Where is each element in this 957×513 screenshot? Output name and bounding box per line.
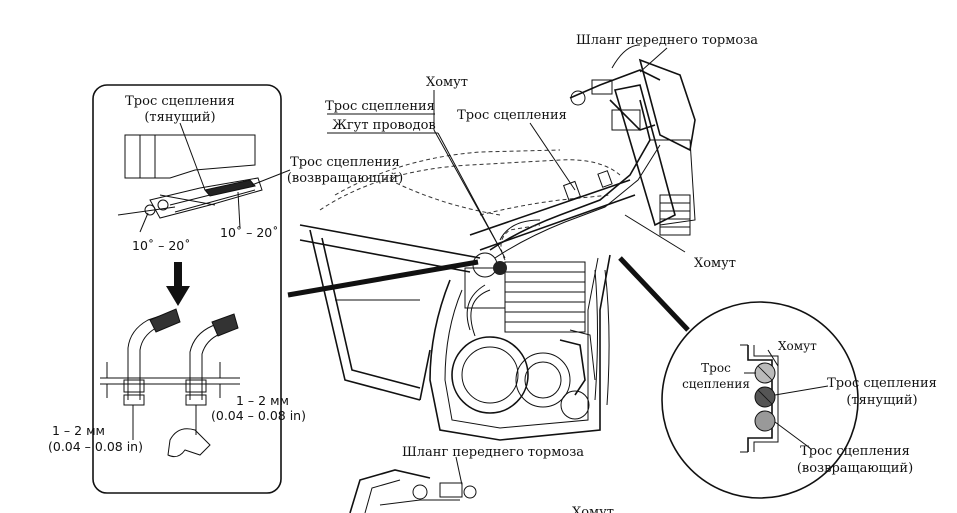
inset-pointer-line: [287, 259, 479, 298]
front-brake-hose-label-top: Шланг переднего тормоза: [576, 33, 758, 48]
circle-pointer-line: [618, 256, 690, 332]
front-brake-hose-label-bottom: Шланг переднего тормоза: [402, 445, 584, 460]
inset-return-cable-label-2: (возвращающий): [287, 171, 403, 186]
clutch-cable-label-mid: Трос сцепления: [457, 108, 567, 123]
clutch-cable-label-stack: Трос сцепления: [325, 99, 435, 114]
gap-right-in-label: (0.04 – 0.08 in): [211, 408, 306, 423]
cable-clamp-cross-section: [661, 301, 859, 499]
angle-label-right: 10˚ – 20˚: [220, 225, 279, 240]
gap-right-mm-label: 1 – 2 мм: [236, 393, 289, 408]
clamp-label-top: Хомут: [426, 75, 468, 90]
wire-harness-label: Жгут проводов: [332, 118, 436, 133]
motorcycle-frame-drawing: [299, 44, 696, 441]
circle-pull-cable-label-1: Трос сцепления: [827, 376, 937, 391]
inset-pull-cable-label-2: (тянущий): [144, 110, 215, 125]
bottom-partial-drawing: [349, 456, 477, 513]
circle-return-cable-label-1: Трос сцепления: [800, 444, 910, 459]
inset-pull-cable-label-1: Трос сцепления: [125, 94, 235, 109]
gap-left-in-label: (0.04 – 0.08 in): [48, 439, 143, 454]
inset-return-cable-label-1: Трос сцепления: [290, 155, 400, 170]
clamp-label-right: Хомут: [694, 256, 736, 271]
leader-brake-hose-top: [639, 47, 668, 73]
circle-return-cable-label-2: (возвращающий): [797, 461, 913, 476]
angle-label-left: 10˚ – 20˚: [132, 238, 191, 253]
clutch-cable-detail-inset: [92, 84, 291, 494]
circle-cable-label-1: Трос: [701, 361, 731, 375]
gap-left-mm-label: 1 – 2 мм: [52, 423, 105, 438]
circle-clamp-label: Хомут: [778, 339, 817, 353]
circle-pull-cable-label-2: (тянущий): [846, 393, 917, 408]
clamp-label-bottom: Хомут: [572, 505, 614, 513]
circle-cable-label-2: сцепления: [682, 377, 750, 391]
